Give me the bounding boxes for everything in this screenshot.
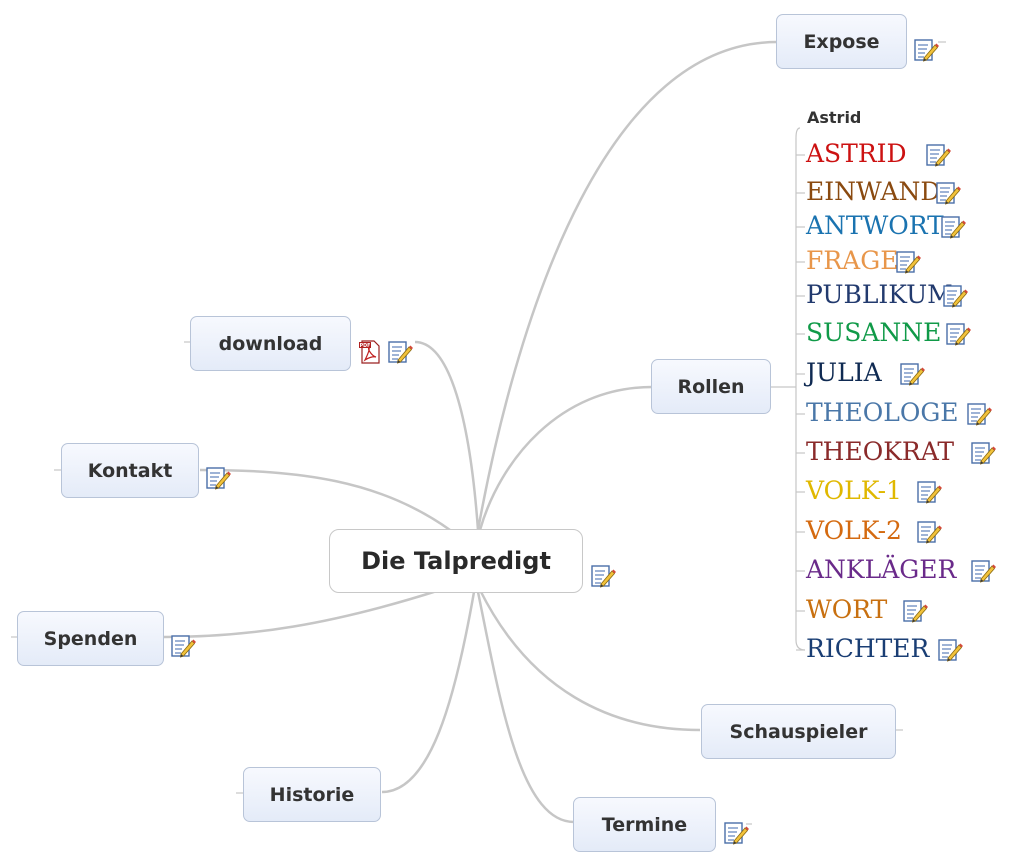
roles-heading: Astrid [807, 108, 862, 127]
role-item[interactable]: WORT [806, 595, 888, 624]
connector-termine [476, 591, 575, 824]
note-edit-icon[interactable] [899, 361, 925, 387]
connector-expose [476, 40, 778, 531]
role-ticks [796, 154, 805, 651]
note-edit-icon[interactable] [935, 180, 961, 206]
root-label: Die Talpredigt [361, 547, 551, 575]
historie-label: Historie [269, 783, 355, 806]
expose-label: Expose [803, 30, 880, 53]
node-stubs [11, 41, 946, 825]
node-expose[interactable]: Expose [776, 14, 907, 69]
note-edit-icon[interactable] [945, 321, 971, 347]
node-download[interactable]: download [190, 316, 351, 371]
note-edit-icon[interactable] [205, 465, 231, 491]
note-edit-icon[interactable] [913, 37, 939, 63]
note-edit-icon[interactable] [966, 401, 992, 427]
roles-bracket [771, 127, 806, 651]
role-item[interactable]: ANTWORT [806, 211, 944, 240]
note-edit-icon[interactable] [590, 563, 616, 589]
connector-spenden [163, 588, 441, 639]
connector-download [414, 340, 480, 531]
role-item[interactable]: JULIA [806, 358, 882, 387]
note-edit-icon[interactable] [937, 637, 963, 663]
note-edit-icon[interactable] [925, 142, 951, 168]
node-historie[interactable]: Historie [243, 767, 381, 822]
kontakt-label: Kontakt [87, 459, 173, 482]
svg-text:PDF: PDF [360, 343, 371, 349]
root-node[interactable]: Die Talpredigt [329, 529, 583, 593]
role-item[interactable]: SUSANNE [806, 318, 942, 347]
connector-kontakt [199, 468, 451, 532]
termine-label: Termine [601, 813, 688, 836]
rollen-label: Rollen [677, 375, 745, 398]
node-kontakt[interactable]: Kontakt [61, 443, 199, 498]
connectors [163, 40, 778, 824]
role-item[interactable]: VOLK-1 [806, 476, 902, 505]
role-item[interactable]: VOLK-2 [806, 516, 902, 545]
pdf-icon[interactable]: PDF [359, 340, 381, 364]
role-item[interactable]: RICHTER [806, 634, 930, 663]
note-edit-icon[interactable] [387, 339, 413, 365]
note-edit-icon[interactable] [970, 440, 996, 466]
spenden-label: Spenden [43, 627, 138, 650]
note-edit-icon[interactable] [916, 519, 942, 545]
node-termine[interactable]: Termine [573, 797, 716, 852]
note-edit-icon[interactable] [895, 249, 921, 275]
note-edit-icon[interactable] [170, 633, 196, 659]
role-item[interactable]: PUBLIKUM [806, 280, 953, 309]
connector-schauspieler [478, 589, 701, 732]
note-edit-icon[interactable] [940, 214, 966, 240]
download-label: download [218, 332, 323, 355]
note-edit-icon[interactable] [723, 820, 749, 846]
node-schauspieler[interactable]: Schauspieler [701, 704, 896, 759]
note-edit-icon[interactable] [970, 558, 996, 584]
connector-historie [381, 591, 476, 794]
schauspieler-label: Schauspieler [729, 720, 868, 743]
role-item[interactable]: EINWAND [806, 177, 941, 206]
note-edit-icon[interactable] [916, 479, 942, 505]
role-item[interactable]: THEOLOGE [806, 398, 959, 427]
note-edit-icon[interactable] [902, 598, 928, 624]
role-item[interactable]: FRAGE [806, 246, 899, 275]
node-rollen[interactable]: Rollen [651, 359, 771, 414]
roles-spine [795, 127, 806, 651]
connector-rollen [478, 385, 653, 531]
role-item[interactable]: ASTRID [806, 139, 907, 168]
role-item[interactable]: ANKLÄGER [806, 555, 957, 584]
role-item[interactable]: THEOKRAT [806, 437, 955, 466]
node-spenden[interactable]: Spenden [17, 611, 164, 666]
note-edit-icon[interactable] [942, 283, 968, 309]
